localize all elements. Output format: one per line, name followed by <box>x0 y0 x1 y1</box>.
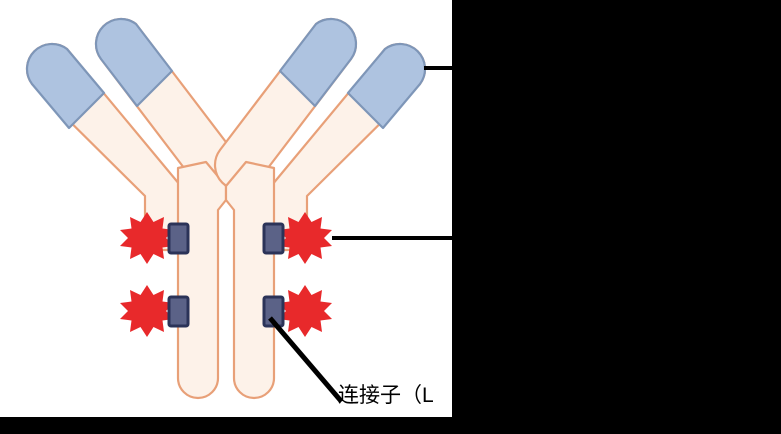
occluder-bottom-band <box>0 417 452 434</box>
leader-line-linker <box>268 316 343 403</box>
variable-region-right-outer <box>278 17 358 108</box>
linker-lower-left <box>167 295 190 328</box>
linker-upper-right <box>262 222 285 255</box>
antibody-drug-conjugate-figure: 连接子（L <box>0 0 452 417</box>
cytotoxic-payload-lower-right <box>278 285 332 337</box>
antibody-diagram-svg <box>25 17 452 403</box>
label-linker: 连接子（L <box>338 384 434 407</box>
variable-region-right-inner <box>346 42 427 130</box>
variable-region-left-outer <box>94 17 174 108</box>
linker-lower-right <box>262 295 285 328</box>
cytotoxic-payload-lower-left <box>120 285 174 337</box>
heavy-chain-left-stem <box>176 160 228 400</box>
occluder-right-panel <box>452 0 781 434</box>
linker-upper-left <box>167 222 190 255</box>
heavy-chain-right-stem <box>224 160 276 400</box>
variable-region-left-inner <box>25 42 106 130</box>
